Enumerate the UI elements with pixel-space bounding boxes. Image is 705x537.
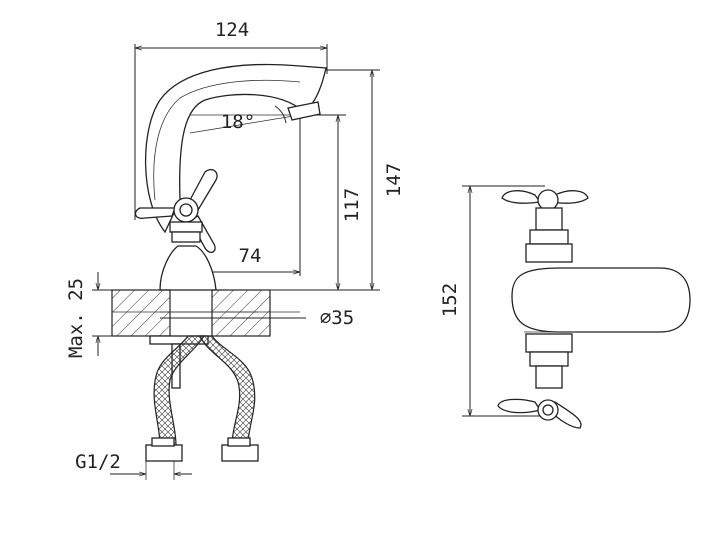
dimension-thread: G1/2 xyxy=(75,451,192,480)
dim-thread-label: G1/2 xyxy=(75,451,121,473)
mounting-hoses xyxy=(145,335,259,462)
front-view: 124 147 117 74 18° xyxy=(65,19,405,480)
dim-117-label: 117 xyxy=(341,188,363,222)
dim-74-label: 74 xyxy=(239,245,262,267)
dim-angle-label: 18° xyxy=(221,111,255,133)
dim-152-label: 152 xyxy=(439,283,461,317)
dimension-height-147: 147 xyxy=(260,69,405,291)
dimension-width-124: 124 xyxy=(134,19,328,220)
dim-124-label: 124 xyxy=(215,19,249,41)
dim-max-25-label: Max. 25 xyxy=(65,278,87,358)
faucet-body xyxy=(134,63,327,291)
dimension-angle-18: 18° xyxy=(189,105,301,134)
dimension-dia-35: ∅35 xyxy=(160,307,354,329)
dimension-height-117: 117 xyxy=(300,114,363,290)
dimension-reach-74: 74 xyxy=(190,115,301,276)
dim-dia-35-label: ∅35 xyxy=(320,307,354,329)
faucet-top-body xyxy=(497,189,691,429)
dim-147-label: 147 xyxy=(383,163,405,197)
countertop-section xyxy=(111,289,300,337)
dimension-height-152: 152 xyxy=(439,185,545,417)
top-view: 152 xyxy=(439,185,691,429)
dimension-max-25: Max. 25 xyxy=(65,272,112,358)
